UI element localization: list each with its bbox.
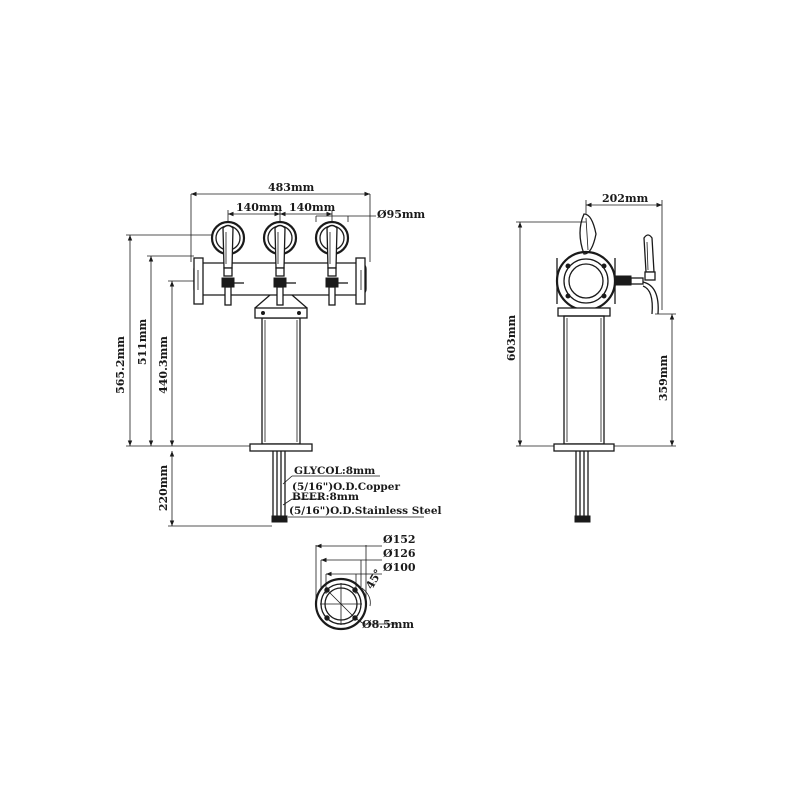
dim-total-width: 483mm: [268, 181, 315, 194]
dim-side-height-total: 603mm: [505, 315, 518, 362]
front-dimensions: [126, 191, 424, 527]
dim-height-body: 511mm: [136, 319, 149, 366]
side-view: 202mm 603mm 359mm: [505, 192, 676, 523]
front-view: 483mm 140mm 140mm Ø95mm 565.2mm 511mm 44…: [114, 181, 442, 527]
dim-height-column: 440.3mm: [157, 336, 170, 394]
note-glycol-line: GLYCOL:8mm: [294, 465, 375, 477]
base-detail: Ø152 Ø126 Ø100 45° Ø8.5mm: [314, 533, 416, 631]
dim-spacing-right: 140mm: [289, 201, 336, 214]
front-column: [249, 307, 313, 452]
side-disc: [555, 250, 617, 312]
side-dimensions: [516, 200, 676, 447]
dim-side-height-spout: 359mm: [657, 355, 670, 402]
note-glycol-spec: (5/16")O.D.Copper: [292, 481, 400, 493]
side-medallion: [579, 213, 597, 255]
dim-height-total: 565.2mm: [114, 336, 127, 394]
note-beer-spec: (5/16")O.D.Stainless Steel: [289, 505, 442, 517]
dim-base-bolt-circle: Ø126: [383, 547, 416, 560]
front-pipes: [271, 451, 288, 523]
dim-spacing-left: 140mm: [236, 201, 283, 214]
dim-base-angle: 45°: [363, 567, 385, 592]
dim-shank-length: 220mm: [157, 465, 170, 512]
front-tap-right: [314, 220, 350, 306]
front-tap-left: [210, 220, 246, 306]
dim-base-hole: Ø8.5mm: [362, 618, 414, 631]
side-faucet: [614, 234, 659, 315]
dim-depth: 202mm: [602, 192, 649, 205]
dim-disc-diameter: Ø95mm: [377, 208, 426, 221]
note-beer-line: BEER:8mm: [292, 491, 359, 503]
dim-base-inner: Ø100: [383, 561, 416, 574]
dim-base-outer: Ø152: [383, 533, 416, 546]
